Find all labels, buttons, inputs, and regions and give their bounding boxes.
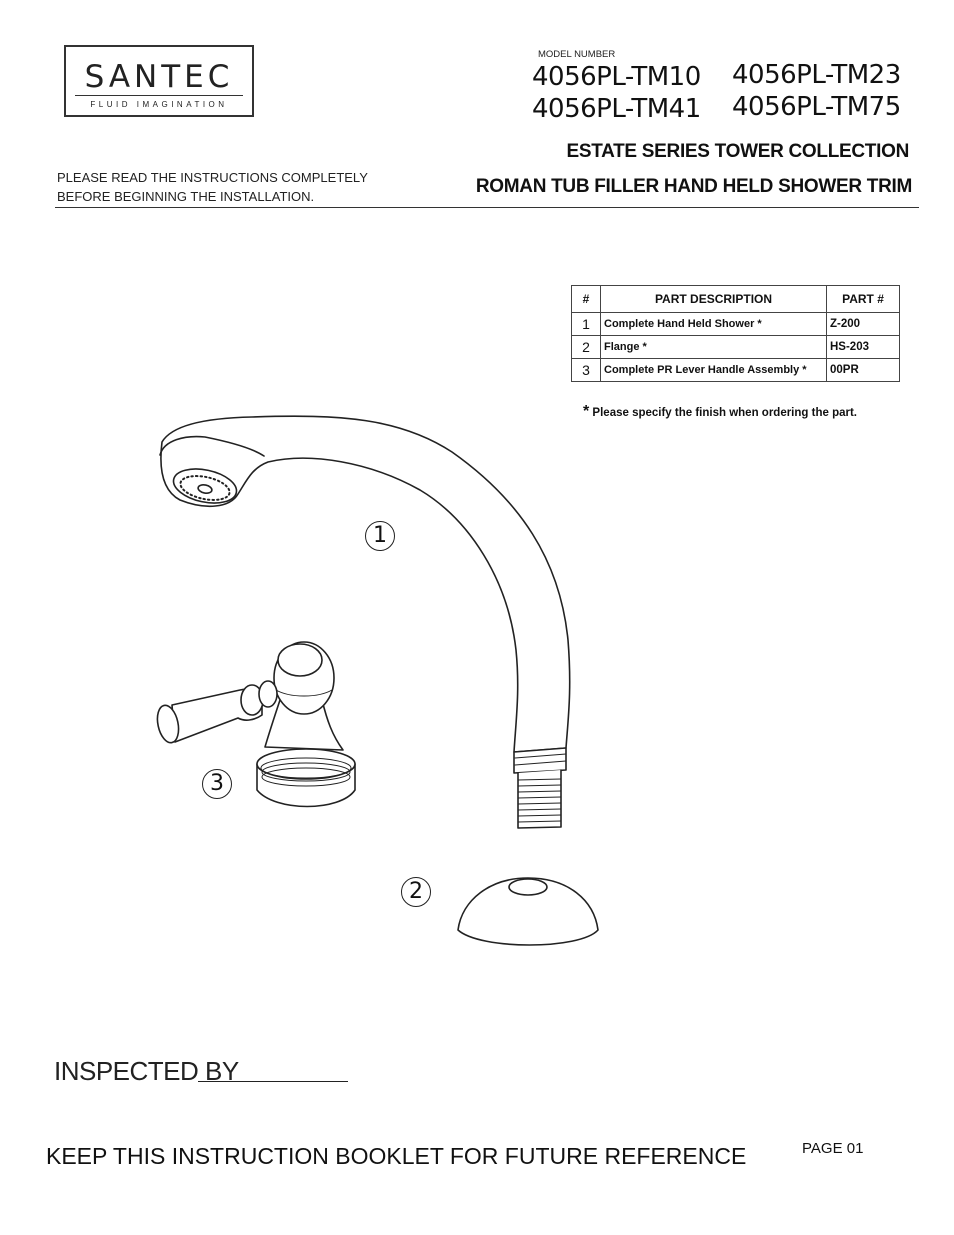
keep-booklet-note: KEEP THIS INSTRUCTION BOOKLET FOR FUTURE… — [46, 1143, 747, 1169]
inspected-by-signature-line — [198, 1081, 348, 1082]
table-row: 2 Flange * HS-203 — [571, 335, 900, 359]
model-number-4: 4056PL-TM75 — [732, 92, 901, 122]
row-part-number: Z-200 — [826, 312, 900, 336]
table-row: 3 Complete PR Lever Handle Assembly * 00… — [571, 358, 900, 382]
read-instructions-note: PLEASE READ THE INSTRUCTIONS COMPLETELY … — [57, 168, 368, 206]
product-title: ROMAN TUB FILLER HAND HELD SHOWER TRIM — [475, 176, 912, 197]
read-note-line-1: PLEASE READ THE INSTRUCTIONS COMPLETELY — [57, 170, 368, 185]
header-divider — [55, 207, 919, 208]
row-num: 3 — [571, 358, 601, 382]
callout-1: 1 — [365, 521, 395, 551]
col-header-part-number: PART # — [826, 285, 900, 313]
lever-handle-drawing — [156, 641, 356, 808]
row-description: Complete PR Lever Handle Assembly * — [600, 358, 827, 382]
parts-table: # PART DESCRIPTION PART # 1 Complete Han… — [571, 285, 900, 382]
logo-name: SANTEC — [84, 59, 234, 95]
model-number-2: 4056PL-TM23 — [732, 60, 901, 90]
inspected-by-label: INSPECTED BY — [54, 1056, 239, 1086]
logo-tagline: FLUID IMAGINATION — [90, 100, 228, 109]
read-note-line-2: BEFORE BEGINNING THE INSTALLATION. — [57, 189, 315, 204]
page-number: PAGE 01 — [802, 1140, 864, 1157]
model-number-1: 4056PL-TM10 — [532, 62, 701, 92]
santec-logo: SANTEC FLUID IMAGINATION — [64, 45, 254, 117]
parts-table-header: # PART DESCRIPTION PART # — [571, 285, 900, 313]
logo-divider — [75, 95, 243, 96]
finish-note: * Please specify the finish when orderin… — [583, 403, 857, 421]
col-header-description: PART DESCRIPTION — [600, 285, 827, 313]
callout-2: 2 — [401, 877, 431, 907]
callout-3: 3 — [202, 769, 232, 799]
finish-note-star: * — [583, 403, 590, 420]
model-number-3: 4056PL-TM41 — [532, 94, 701, 124]
row-part-number: 00PR — [826, 358, 900, 382]
finish-note-text: Please specify the finish when ordering … — [589, 407, 857, 419]
hand-held-shower-drawing — [159, 415, 571, 829]
col-header-num: # — [571, 285, 601, 313]
row-part-number: HS-203 — [826, 335, 900, 359]
table-row: 1 Complete Hand Held Shower * Z-200 — [571, 312, 900, 336]
flange-drawing — [457, 877, 599, 946]
model-number-label: MODEL NUMBER — [538, 49, 616, 60]
row-num: 1 — [571, 312, 601, 336]
series-title: ESTATE SERIES TOWER COLLECTION — [566, 141, 909, 162]
